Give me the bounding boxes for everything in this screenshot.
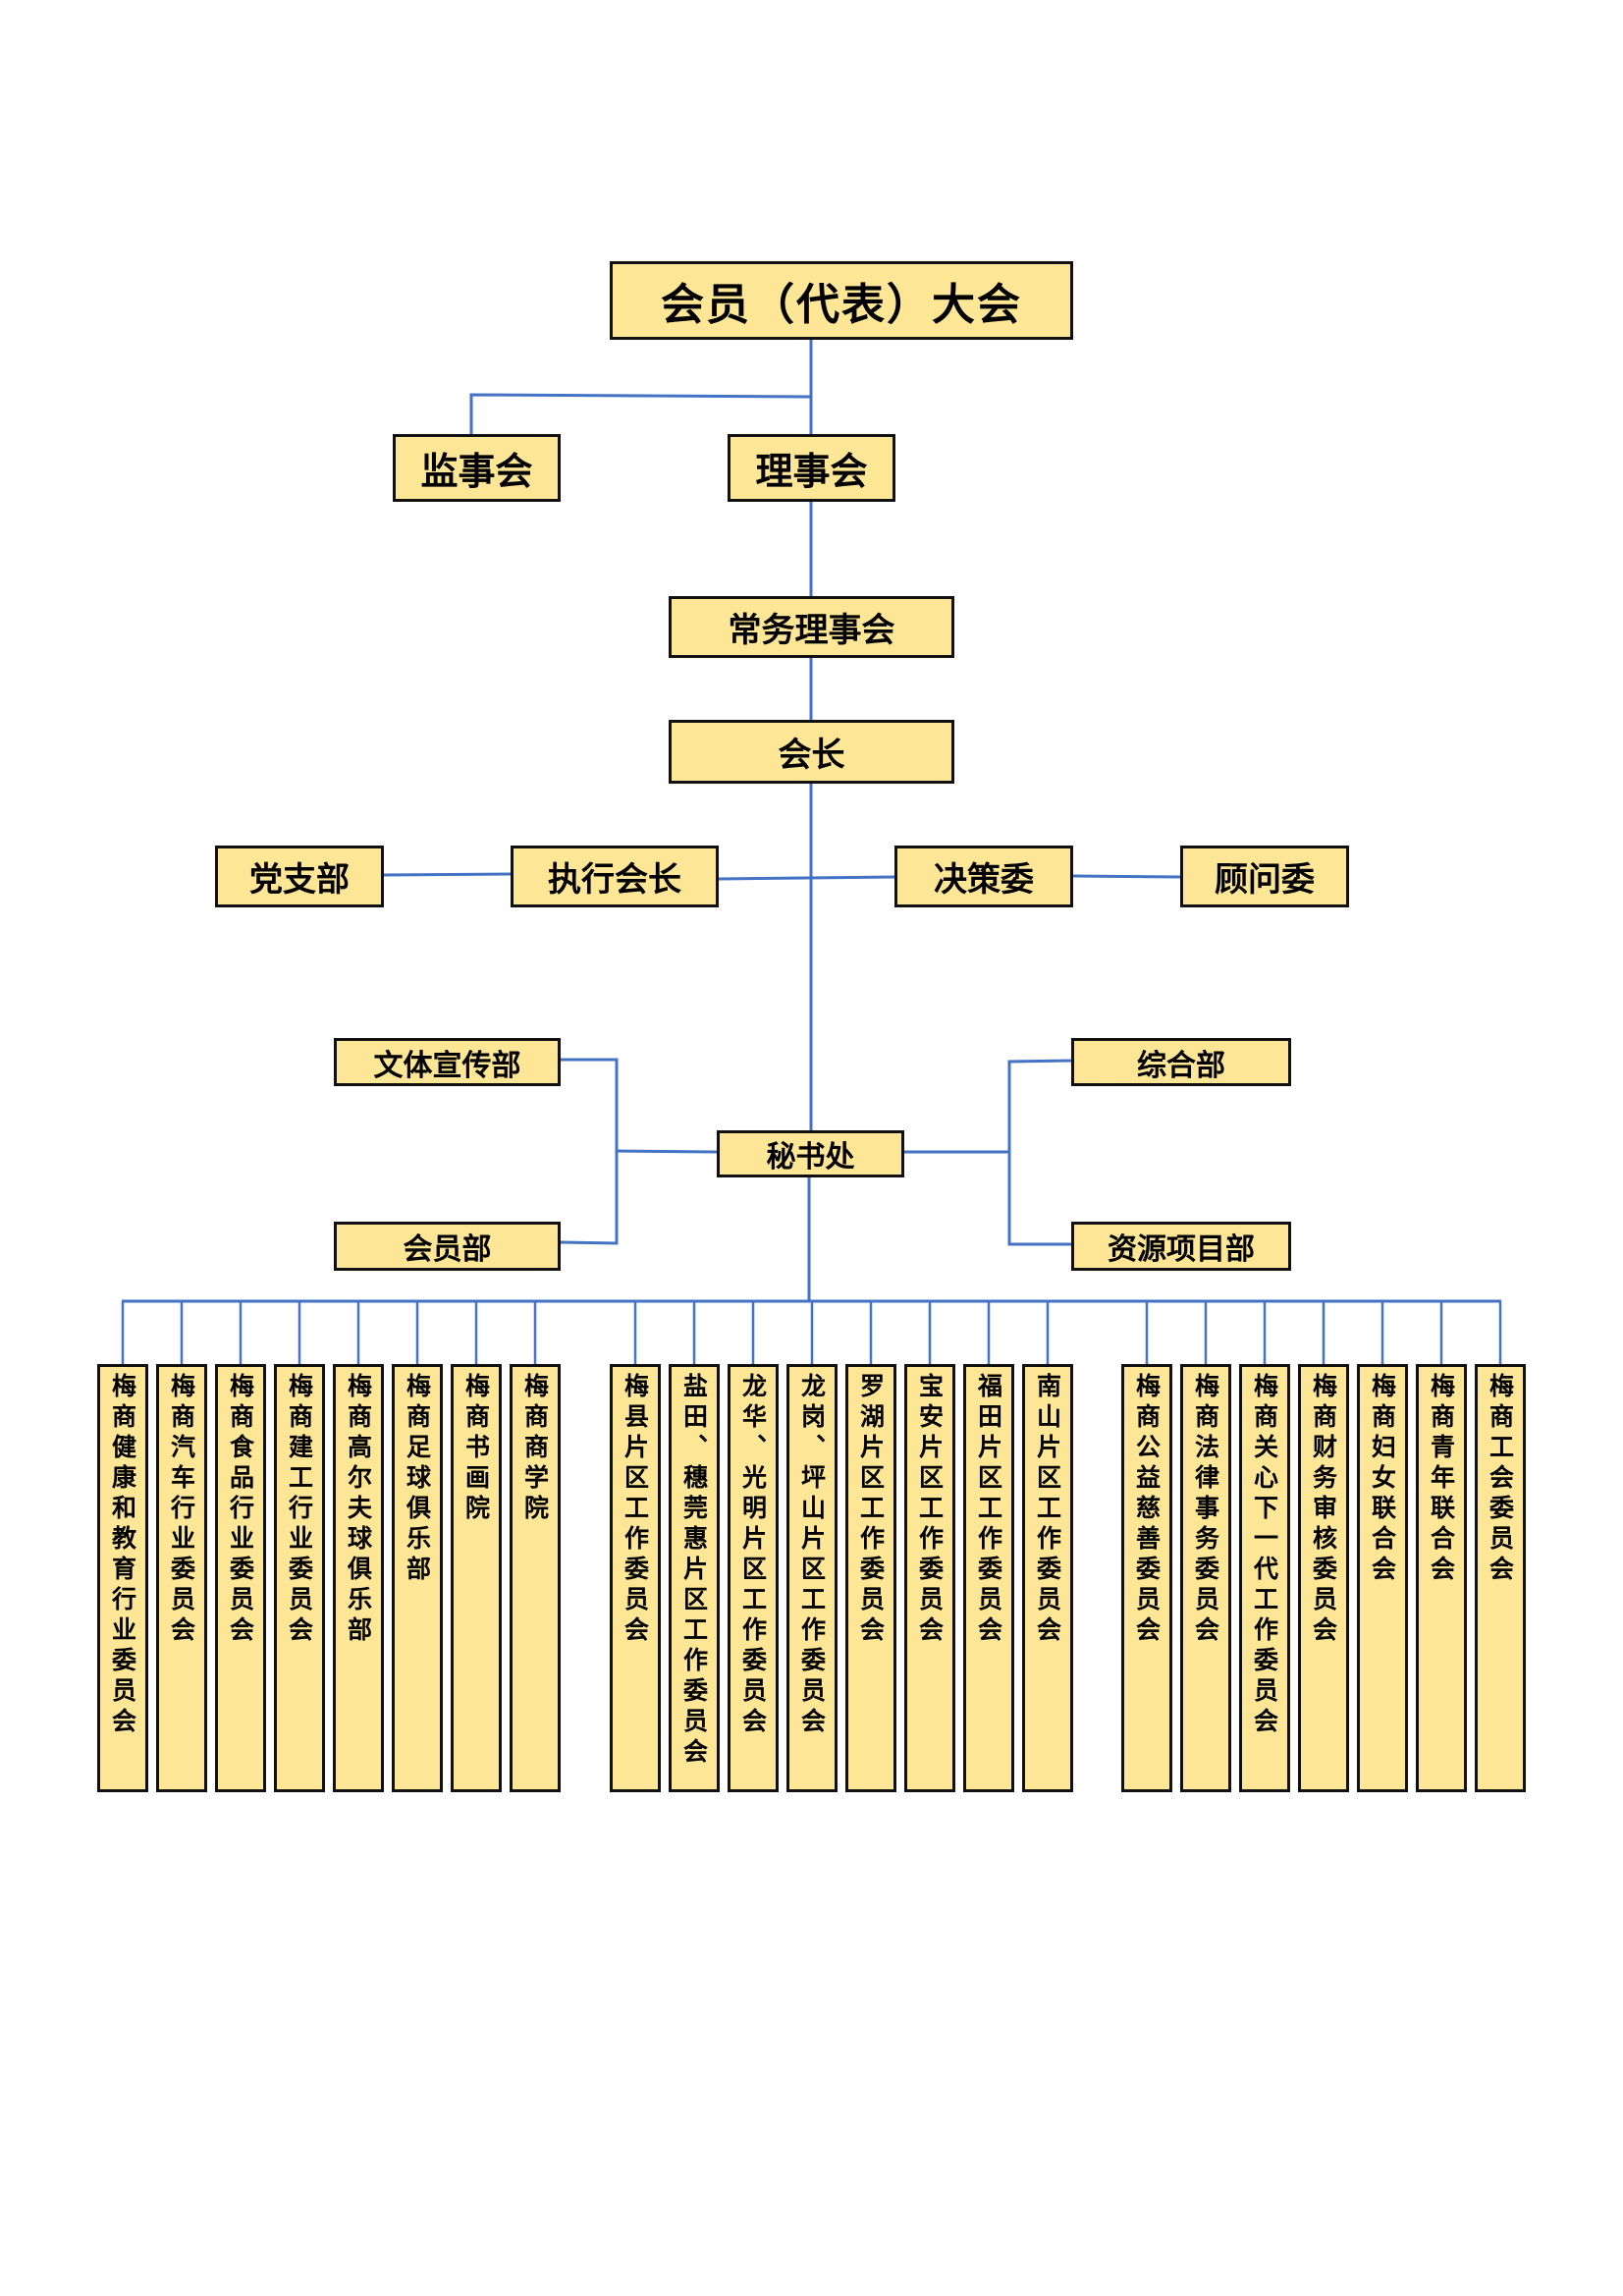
committee-label: 福田片区工作委员会	[974, 1373, 1003, 1647]
connector	[560, 1058, 619, 1245]
advisory-committee-box[interactable]: 顾问委	[1180, 846, 1349, 907]
committee-label: 宝安片区工作委员会	[915, 1373, 945, 1647]
executive-president-box[interactable]: 执行会长	[511, 846, 719, 907]
decision-committee-box[interactable]: 决策委	[894, 846, 1073, 907]
committee-box[interactable]: 梅商建工行业委员会	[274, 1364, 325, 1792]
committee-label: 梅商妇女联合会	[1368, 1373, 1397, 1586]
committee-label: 梅商建工行业委员会	[285, 1373, 314, 1647]
committee-label: 梅商健康和教育行业委员会	[108, 1373, 137, 1738]
committee-box[interactable]: 福田片区工作委员会	[963, 1364, 1014, 1792]
committee-label: 梅商法律事务委员会	[1191, 1373, 1220, 1647]
committee-box[interactable]: 龙华、光明片区工作委员会	[728, 1364, 779, 1792]
committee-label: 梅商财务审核委员会	[1309, 1373, 1338, 1647]
committee-box[interactable]: 盐田、穗莞惠片区工作委员会	[669, 1364, 720, 1792]
committee-box[interactable]: 宝安片区工作委员会	[904, 1364, 955, 1792]
committee-box[interactable]: 梅商工会委员会	[1475, 1364, 1526, 1792]
standing-council-box[interactable]: 常务理事会	[669, 596, 954, 658]
committee-label: 龙华、光明片区工作委员会	[738, 1373, 768, 1738]
connector	[1007, 1059, 1072, 1246]
secretariat-box[interactable]: 秘书处	[717, 1130, 904, 1177]
committee-box[interactable]: 梅商汽车行业委员会	[156, 1364, 207, 1792]
party-branch-box[interactable]: 党支部	[215, 846, 384, 907]
committee-box[interactable]: 梅商商学院	[510, 1364, 561, 1792]
committee-box[interactable]: 梅商关心下一代工作委员会	[1239, 1364, 1290, 1792]
committee-box[interactable]: 罗湖片区工作委员会	[845, 1364, 896, 1792]
membership-dept-box[interactable]: 会员部	[334, 1222, 561, 1271]
committee-box[interactable]: 梅商高尔夫球俱乐部	[333, 1364, 384, 1792]
connector	[383, 872, 512, 877]
committee-box[interactable]: 梅商公益慈善委员会	[1121, 1364, 1172, 1792]
committee-label: 南山片区工作委员会	[1033, 1373, 1062, 1647]
connector	[718, 875, 895, 881]
council-box[interactable]: 理事会	[728, 434, 895, 502]
connector	[1072, 874, 1181, 879]
committee-box[interactable]: 梅商食品行业委员会	[215, 1364, 266, 1792]
committee-label: 梅县片区工作委员会	[621, 1373, 650, 1647]
committee-label: 梅商汽车行业委员会	[167, 1373, 196, 1647]
committee-box[interactable]: 龙岗、坪山片区工作委员会	[786, 1364, 838, 1792]
committee-label: 梅商青年联合会	[1427, 1373, 1456, 1586]
committee-label: 梅商关心下一代工作委员会	[1250, 1373, 1279, 1738]
connector	[469, 393, 812, 434]
resource-project-dept-box[interactable]: 资源项目部	[1071, 1222, 1291, 1271]
committee-label: 梅商公益慈善委员会	[1132, 1373, 1162, 1647]
committee-label: 罗湖片区工作委员会	[856, 1373, 886, 1647]
committee-box[interactable]: 梅商青年联合会	[1416, 1364, 1467, 1792]
committee-label: 龙岗、坪山片区工作委员会	[797, 1373, 827, 1738]
committee-box[interactable]: 梅县片区工作委员会	[610, 1364, 661, 1792]
committee-label: 盐田、穗莞惠片区工作委员会	[679, 1373, 709, 1769]
connector	[616, 1149, 718, 1154]
members-assembly-box[interactable]: 会员（代表）大会	[610, 261, 1073, 340]
president-box[interactable]: 会长	[669, 720, 954, 784]
supervisory-board-box[interactable]: 监事会	[393, 434, 561, 502]
committee-label: 梅商足球俱乐部	[403, 1373, 432, 1586]
committee-box[interactable]: 梅商法律事务委员会	[1180, 1364, 1231, 1792]
committee-box[interactable]: 梅商足球俱乐部	[392, 1364, 443, 1792]
culture-publicity-dept-box[interactable]: 文体宣传部	[334, 1038, 561, 1086]
committee-box[interactable]: 梅商健康和教育行业委员会	[97, 1364, 148, 1792]
committee-label: 梅商食品行业委员会	[226, 1373, 255, 1647]
committee-label: 梅商商学院	[520, 1373, 550, 1525]
committee-box[interactable]: 梅商妇女联合会	[1357, 1364, 1408, 1792]
committee-label: 梅商高尔夫球俱乐部	[344, 1373, 373, 1647]
general-dept-box[interactable]: 综合部	[1071, 1038, 1291, 1086]
committee-label: 梅商书画院	[461, 1373, 491, 1525]
committee-box[interactable]: 南山片区工作委员会	[1022, 1364, 1073, 1792]
committee-label: 梅商工会委员会	[1486, 1373, 1515, 1586]
committee-box[interactable]: 梅商财务审核委员会	[1298, 1364, 1349, 1792]
committee-box[interactable]: 梅商书画院	[451, 1364, 502, 1792]
